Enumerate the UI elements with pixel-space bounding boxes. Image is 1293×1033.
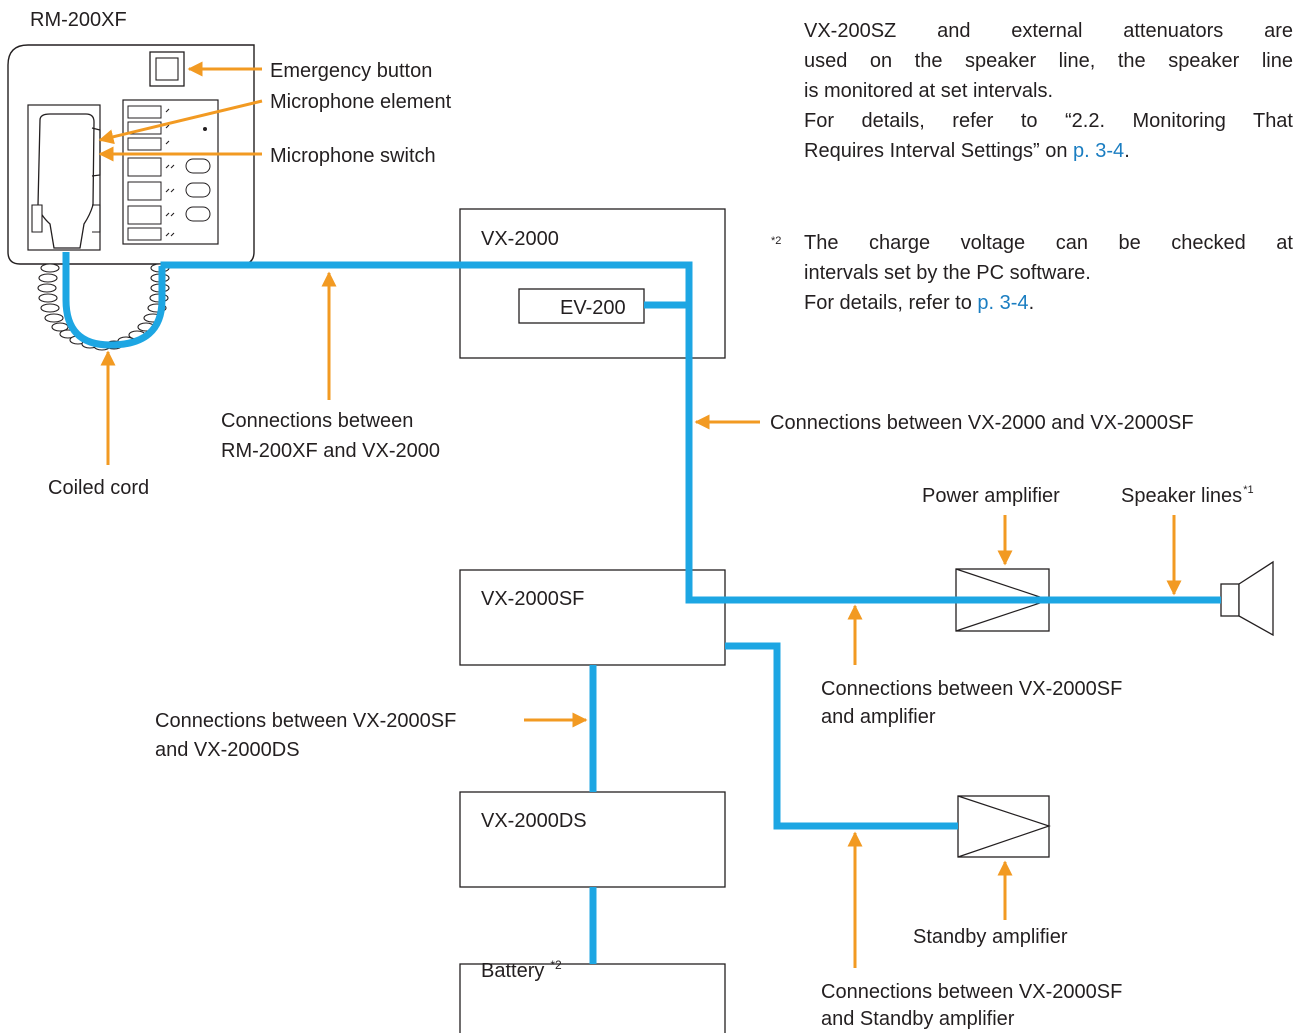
label-conn-sf-amp-line2: and amplifier [821, 706, 936, 728]
emergency-button [149, 51, 185, 87]
label-conn-sf-standby-line2: and Standby amplifier [821, 1008, 1015, 1030]
arrow-mic-element [98, 99, 263, 145]
rm-200xf-device [7, 44, 255, 351]
label-speaker-lines: Speaker lines*1 [1121, 484, 1254, 507]
label-conn-rm-vx-line2: RM-200XF and VX-2000 [221, 440, 440, 462]
standby-amplifier-icon [957, 795, 1051, 858]
footnote-1-line5: Requires Interval Settings” on p. 3-4. [804, 140, 1130, 162]
label-power-amplifier: Power amplifier [922, 485, 1060, 507]
vx-2000sf-label: VX-2000SF [481, 588, 584, 610]
page-link[interactable]: p. 3-4 [1073, 140, 1125, 162]
footnote-2-line3: For details, refer to p. 3-4. [804, 292, 1035, 314]
footnote-2-line2: intervals set by the PC software. [804, 262, 1091, 284]
label-conn-rm-vx-line1: Connections between [221, 410, 413, 432]
label-conn-sf-ds-line2: and VX-2000DS [155, 739, 300, 761]
vx-2000ds-label: VX-2000DS [481, 810, 587, 832]
label-conn-sf-ds-line1: Connections between VX-2000SF [155, 710, 456, 732]
footnote-2: *2 The charge voltage can be checked at … [771, 228, 1293, 318]
footnote-1: VX-200SZ and external attenuators are us… [804, 16, 1293, 166]
page-link[interactable]: p. 3-4 [977, 292, 1029, 314]
footnote-1-line1: VX-200SZ and external attenuators are [804, 20, 1293, 42]
label-standby-amplifier: Standby amplifier [913, 926, 1068, 948]
label-conn-sf-amp-line1: Connections between VX-2000SF [821, 678, 1122, 700]
footnote-2-line1: The charge voltage can be checked at [804, 232, 1293, 254]
cable-rm-to-vx2000 [160, 261, 1221, 604]
footnote-1-line3: is monitored at set intervals. [804, 80, 1053, 102]
vx-2000ds-unit: VX-2000DS [459, 791, 726, 888]
vx-2000-label: VX-2000 [481, 228, 559, 250]
label-microphone-element: Microphone element [270, 91, 452, 113]
battery-unit: Battery*2 [459, 958, 726, 1033]
footnote-1-line2: used on the speaker line, the speaker li… [804, 50, 1293, 72]
speaker-icon [1220, 560, 1274, 637]
vx-2000sf-unit: VX-2000SF [459, 569, 726, 666]
label-microphone-switch: Microphone switch [270, 145, 436, 167]
cables [62, 252, 1221, 964]
vx-2000-unit: VX-2000 EV-200 [459, 208, 726, 359]
microphone-icon [31, 113, 101, 249]
label-emergency-button: Emergency button [270, 60, 432, 82]
ev-200-label: EV-200 [560, 297, 626, 319]
callout-arrows [98, 61, 1182, 968]
label-coiled-cord: Coiled cord [48, 477, 149, 499]
footnote-2-marker: *2 [771, 235, 782, 247]
battery-label: Battery*2 [481, 958, 562, 982]
label-conn-sf-standby-line1: Connections between VX-2000SF [821, 981, 1122, 1003]
device-name: RM-200XF [30, 9, 127, 31]
footnote-1-line4: For details, refer to “2.2. Monitoring T… [804, 110, 1293, 132]
label-conn-vx-sf: Connections between VX-2000 and VX-2000S… [770, 412, 1194, 434]
cable-coiled [62, 252, 166, 349]
cable-sf-to-standby [725, 642, 958, 830]
